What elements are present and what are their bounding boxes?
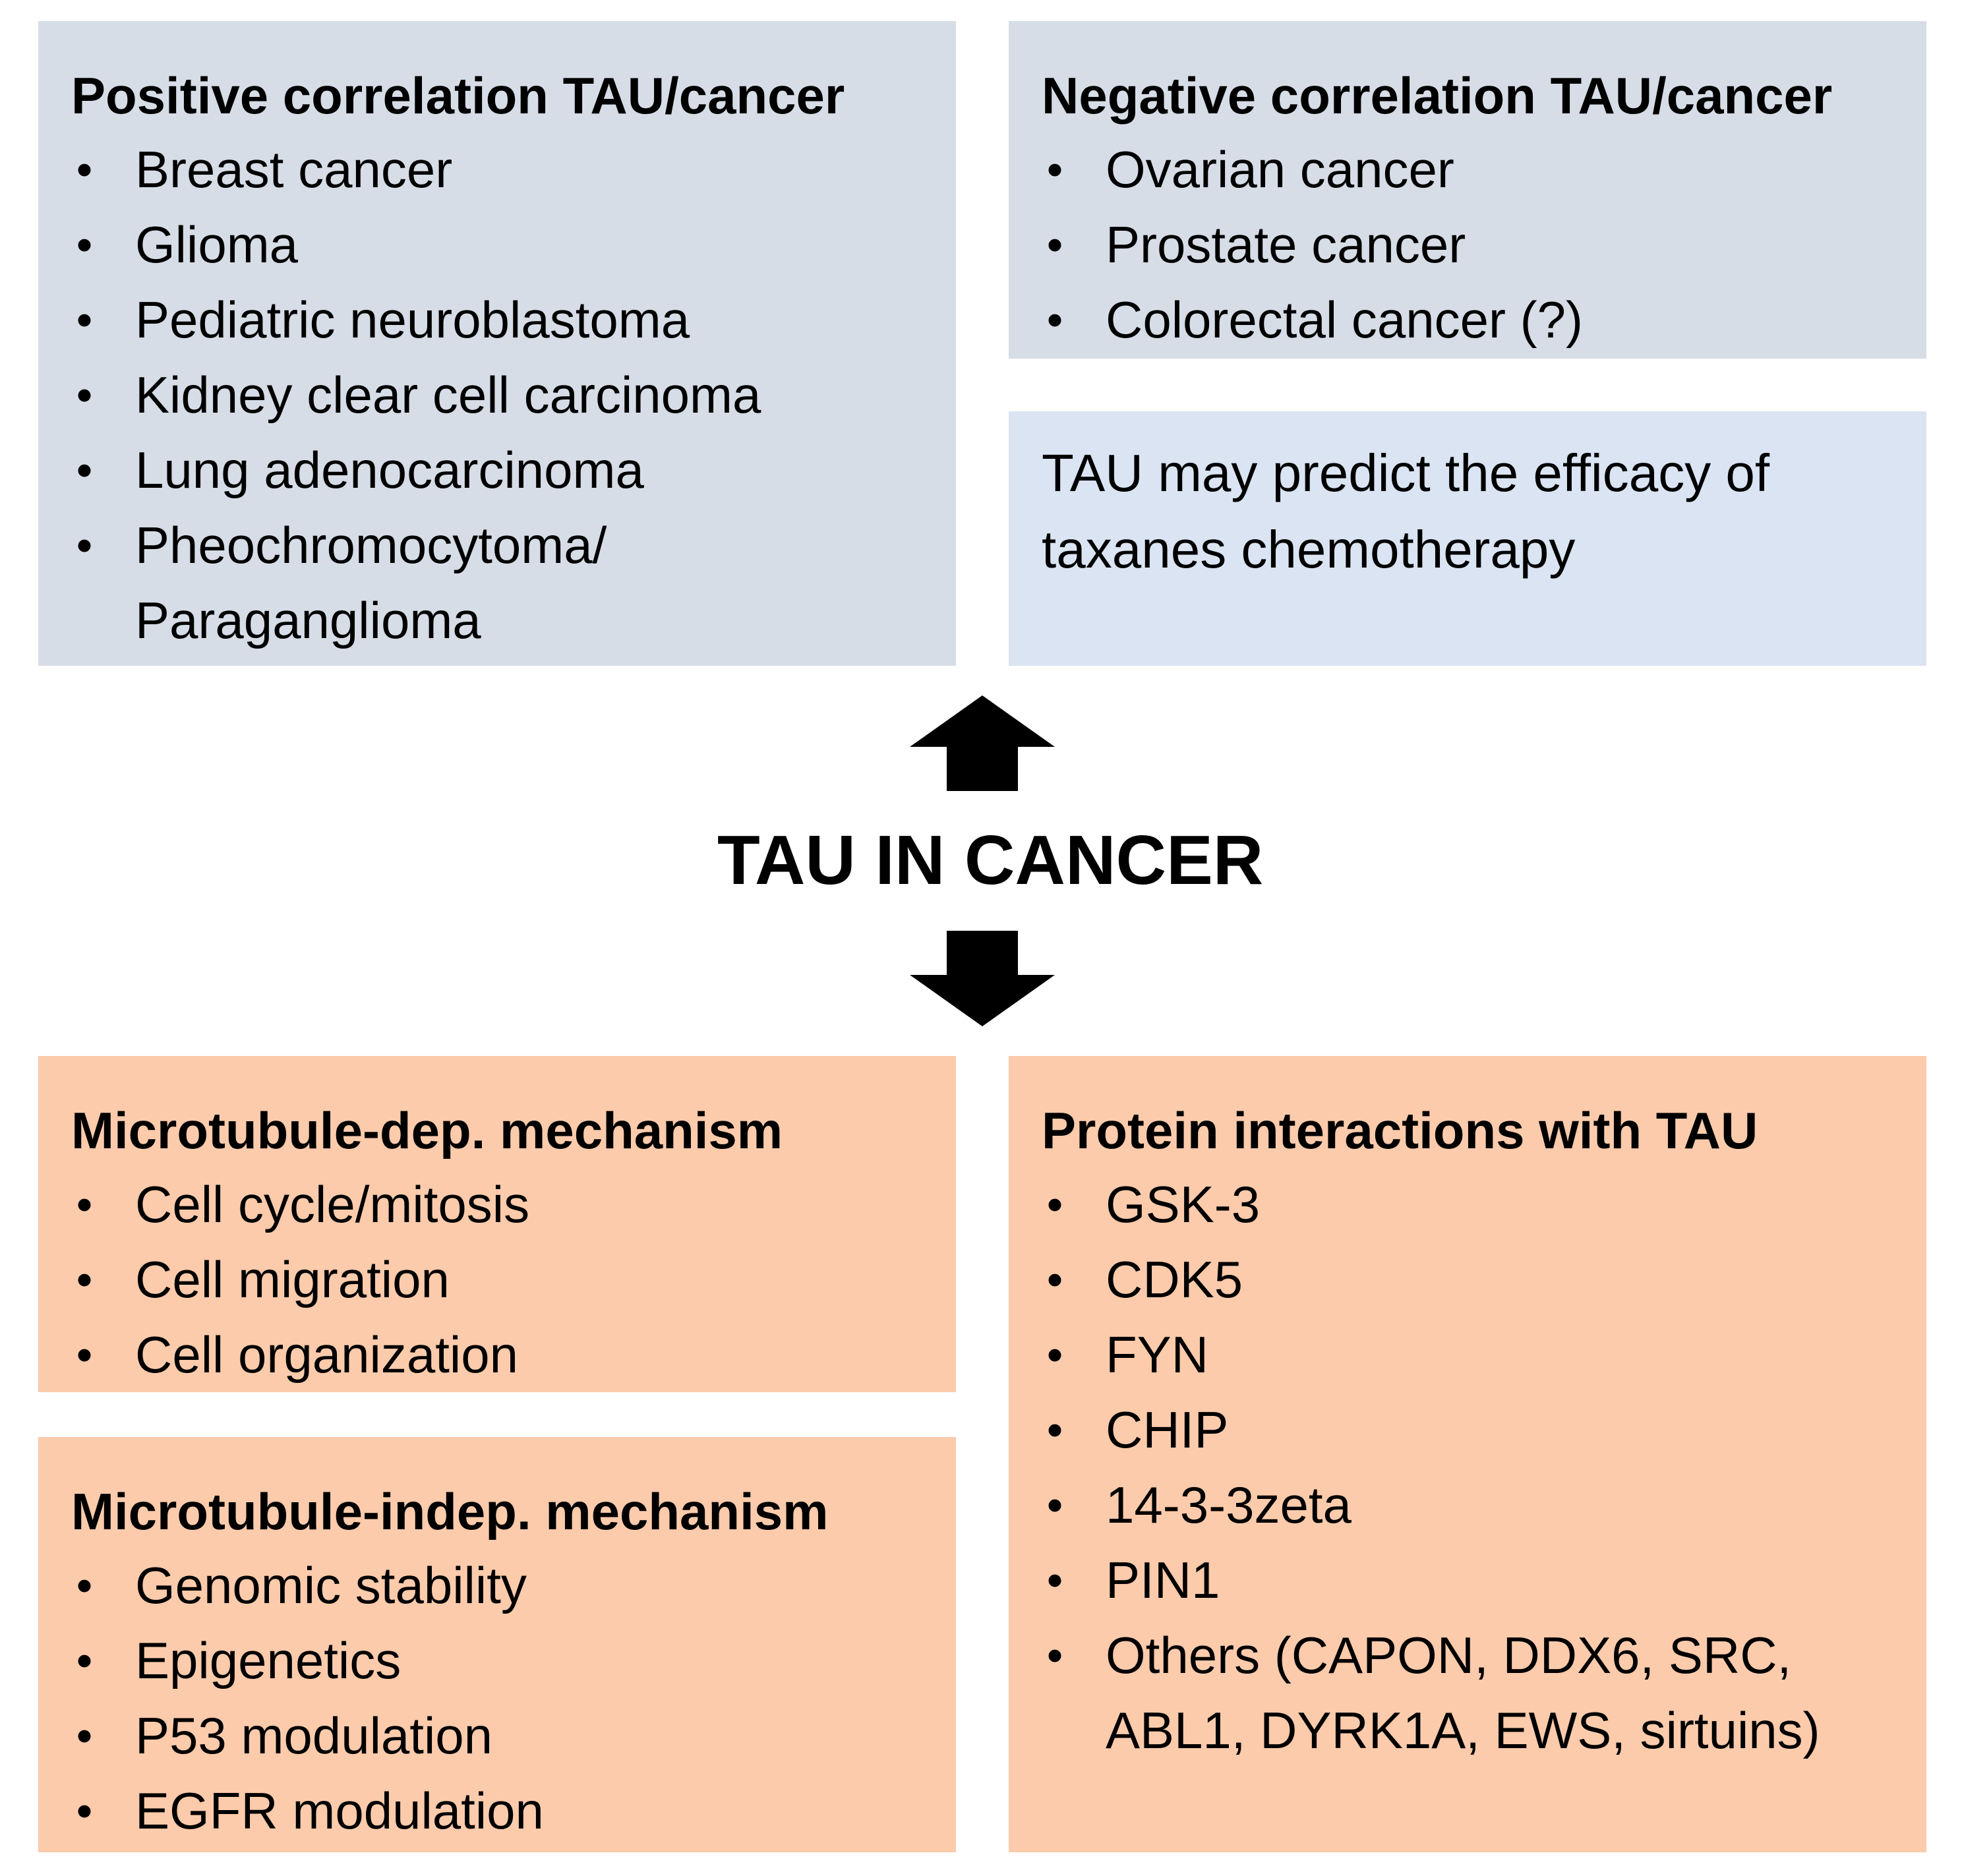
protein-interactions-list: •GSK-3 •CDK5 •FYN •CHIP •14-3-3zeta •PIN…: [1042, 1167, 1893, 1768]
list-item: •Glioma: [71, 207, 923, 282]
bullet-icon: •: [1046, 1404, 1063, 1455]
bullet-icon: •: [1046, 1329, 1063, 1380]
list-item: •14-3-3zeta: [1042, 1467, 1893, 1542]
microtubule-independent-title: Microtubule-indep. mechanism: [71, 1482, 829, 1540]
protein-interactions-box: Protein interactions with TAU •GSK-3 •CD…: [1009, 1056, 1926, 1852]
down-arrow-icon: [910, 931, 1055, 1026]
list-item: •Lung adenocarcinoma: [71, 432, 923, 508]
list-item: •Cell migration: [71, 1242, 923, 1317]
bullet-icon: •: [1046, 294, 1063, 345]
taxane-prediction-text: TAU may predict the efficacy of taxanes …: [1042, 444, 1770, 579]
list-item: •Cell cycle/mitosis: [71, 1167, 923, 1242]
microtubule-independent-box: Microtubule-indep. mechanism •Genomic st…: [38, 1437, 956, 1852]
bullet-icon: •: [76, 519, 93, 571]
list-item: •CDK5: [1042, 1242, 1893, 1317]
bullet-icon: •: [76, 1179, 93, 1230]
bullet-icon: •: [76, 369, 93, 421]
negative-correlation-list: •Ovarian cancer •Prostate cancer •Colore…: [1042, 132, 1893, 357]
bullet-icon: •: [1046, 144, 1063, 195]
bullet-icon: •: [76, 1329, 93, 1380]
up-arrow-icon: [910, 695, 1055, 791]
microtubule-dependent-list: •Cell cycle/mitosis •Cell migration •Cel…: [71, 1167, 923, 1392]
bullet-icon: •: [1046, 1629, 1063, 1681]
bullet-icon: •: [1046, 219, 1063, 270]
bullet-icon: •: [76, 1710, 93, 1761]
list-item: •Others (CAPON, DDX6, SRC, ABL1, DYRK1A,…: [1042, 1618, 1864, 1768]
microtubule-dependent-box: Microtubule-dep. mechanism •Cell cycle/m…: [38, 1056, 956, 1392]
list-item: •PIN1: [1042, 1542, 1893, 1618]
bullet-icon: •: [76, 144, 93, 195]
negative-correlation-box: Negative correlation TAU/cancer •Ovarian…: [1009, 21, 1926, 359]
list-item: •Cell organization: [71, 1317, 923, 1392]
bullet-icon: •: [76, 294, 93, 345]
bullet-icon: •: [76, 219, 93, 270]
bullet-icon: •: [76, 1635, 93, 1686]
bullet-icon: •: [76, 1560, 93, 1611]
list-item: •Pediatric neuroblastoma: [71, 282, 923, 357]
list-item: •EGFR modulation: [71, 1773, 923, 1848]
bullet-icon: •: [1046, 1479, 1063, 1531]
bullet-icon: •: [76, 444, 93, 496]
list-item: •P53 modulation: [71, 1698, 923, 1773]
list-item: •Epigenetics: [71, 1623, 923, 1698]
list-item: •Colorectal cancer (?): [1042, 282, 1893, 357]
list-item: •Prostate cancer: [1042, 207, 1893, 282]
positive-correlation-box: Positive correlation TAU/cancer •Breast …: [38, 21, 956, 666]
negative-correlation-title: Negative correlation TAU/cancer: [1042, 67, 1833, 125]
positive-correlation-title: Positive correlation TAU/cancer: [71, 67, 845, 125]
bullet-icon: •: [1046, 1179, 1063, 1230]
bullet-icon: •: [1046, 1554, 1063, 1606]
list-item: •CHIP: [1042, 1392, 1893, 1467]
list-item: •Pheochromocytoma/ Paraganglioma: [71, 508, 728, 658]
protein-interactions-title: Protein interactions with TAU: [1042, 1101, 1758, 1159]
list-item: •Genomic stability: [71, 1548, 923, 1623]
taxane-prediction-box: TAU may predict the efficacy of taxanes …: [1009, 411, 1926, 666]
list-item: •FYN: [1042, 1317, 1893, 1392]
microtubule-independent-list: •Genomic stability •Epigenetics •P53 mod…: [71, 1548, 923, 1848]
bullet-icon: •: [1046, 1254, 1063, 1305]
bullet-icon: •: [76, 1254, 93, 1305]
list-item: •Kidney clear cell carcinoma: [71, 357, 923, 432]
list-item: •Breast cancer: [71, 132, 923, 207]
bullet-icon: •: [76, 1785, 93, 1836]
positive-correlation-list: •Breast cancer •Glioma •Pediatric neurob…: [71, 132, 923, 658]
list-item: •Ovarian cancer: [1042, 132, 1893, 207]
center-title: TAU IN CANCER: [717, 821, 1264, 899]
microtubule-dependent-title: Microtubule-dep. mechanism: [71, 1101, 783, 1159]
list-item: •GSK-3: [1042, 1167, 1893, 1242]
